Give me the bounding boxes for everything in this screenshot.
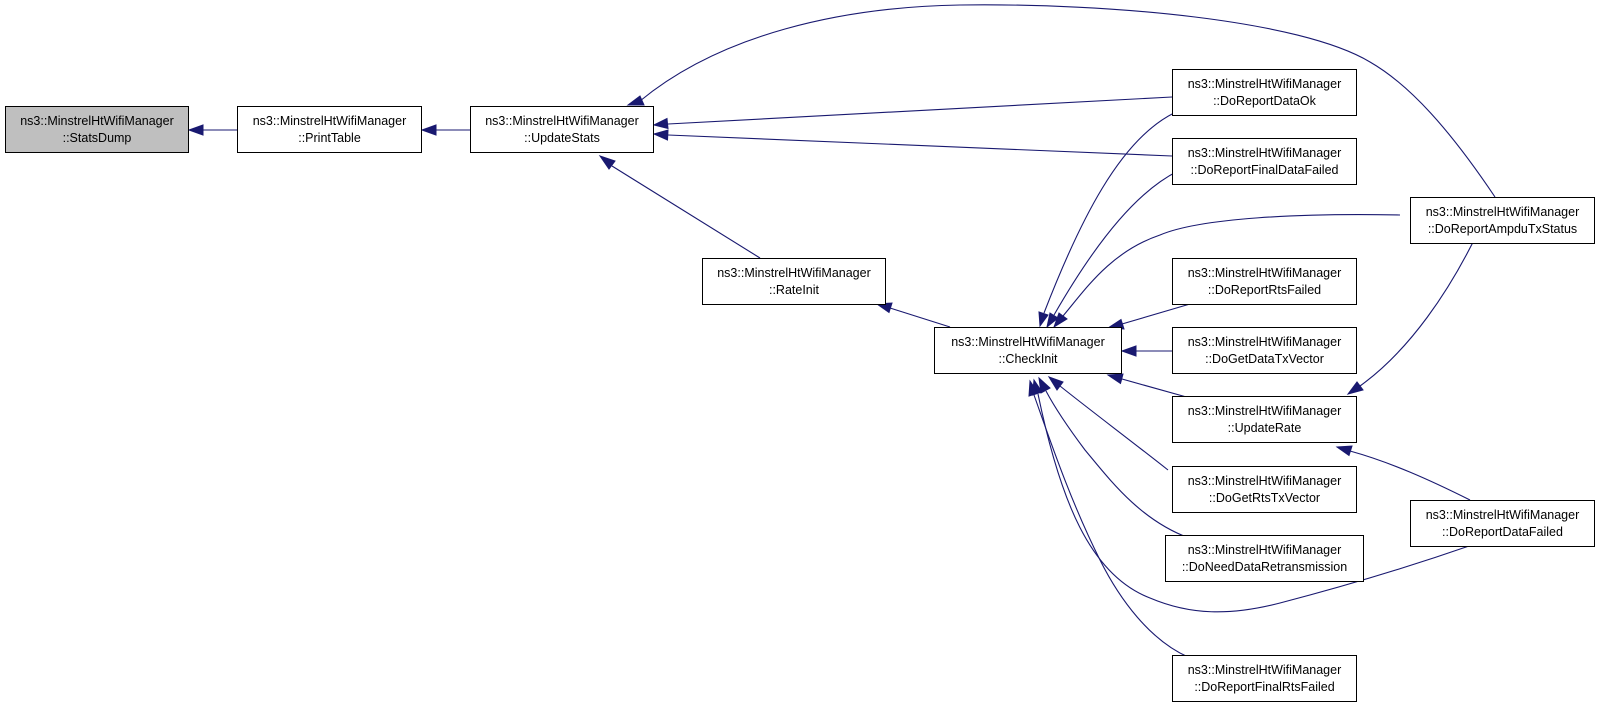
edge-reportampdu-checkinit [1062,214,1401,317]
arrowhead-checkinit-3 [1053,312,1068,329]
node-do-report-data-failed-class: ns3::MinstrelHtWifiManager [1425,507,1580,522]
node-update-rate[interactable]: ns3::MinstrelHtWifiManager ::UpdateRate [1172,396,1357,443]
node-check-init[interactable]: ns3::MinstrelHtWifiManager ::CheckInit [934,327,1122,374]
edge-getrtstxvector-checkinit [1059,385,1169,471]
arrowhead-statsdump [187,124,204,136]
arrowhead-checkinit-6 [1106,373,1124,385]
arrowhead-updatestats-1 [652,117,669,130]
arrowhead-checkinit-8 [1038,376,1051,394]
edge-reportfinaldatafailed-updatestats [667,134,1173,157]
node-do-report-rts-failed-method: ::DoReportRtsFailed [1207,282,1322,297]
node-print-table-method: ::PrintTable [298,130,361,145]
node-do-report-final-data-failed[interactable]: ns3::MinstrelHtWifiManager ::DoReportFin… [1172,138,1357,185]
node-do-report-data-failed-method: ::DoReportDataFailed [1442,524,1563,539]
node-update-stats[interactable]: ns3::MinstrelHtWifiManager ::UpdateStats [470,106,654,153]
node-do-get-data-tx-vector-class: ns3::MinstrelHtWifiManager [1187,334,1342,349]
node-do-report-rts-failed-class: ns3::MinstrelHtWifiManager [1187,265,1342,280]
node-stats-dump-method: ::StatsDump [62,130,132,145]
node-do-get-rts-tx-vector-method: ::DoGetRtsTxVector [1208,490,1321,505]
node-do-report-final-rts-failed[interactable]: ns3::MinstrelHtWifiManager ::DoReportFin… [1172,655,1357,702]
edge-reportdatafailed-checkinit [1037,393,1473,613]
node-print-table-class: ns3::MinstrelHtWifiManager [252,113,407,128]
node-check-init-class: ns3::MinstrelHtWifiManager [951,334,1105,349]
node-rate-init[interactable]: ns3::MinstrelHtWifiManager ::RateInit [702,258,886,305]
edge-reportdatafailed-updaterate [1349,450,1471,501]
node-do-report-final-data-failed-method: ::DoReportFinalDataFailed [1190,162,1339,177]
arrowhead-checkinit-10 [1028,379,1039,397]
arrowhead-printtable [420,124,437,136]
arrowhead-updaterate-2 [1335,445,1353,457]
node-do-need-data-retransmission-class: ns3::MinstrelHtWifiManager [1187,542,1342,557]
node-do-report-data-ok-class: ns3::MinstrelHtWifiManager [1187,76,1342,91]
edge-reportampdu-updaterate [1359,231,1479,387]
edge-checkinit-rateinit [889,307,951,328]
edge-reportdataok-checkinit [1043,112,1175,314]
node-do-report-final-data-failed-class: ns3::MinstrelHtWifiManager [1187,145,1342,160]
node-update-rate-method: ::UpdateRate [1227,420,1302,435]
node-do-need-data-retransmission[interactable]: ns3::MinstrelHtWifiManager ::DoNeedDataR… [1165,535,1364,582]
arrowhead-checkinit-2 [1046,312,1059,329]
node-do-report-final-rts-failed-class: ns3::MinstrelHtWifiManager [1187,662,1342,677]
edge-reportampdu-updatestats [639,4,1496,198]
arrowhead-updatestats-4 [598,155,616,170]
node-stats-dump-class: ns3::MinstrelHtWifiManager [20,113,174,128]
arrowhead-checkinit-1 [1038,311,1049,328]
node-do-get-rts-tx-vector-class: ns3::MinstrelHtWifiManager [1187,473,1342,488]
node-do-report-ampdu-tx-status[interactable]: ns3::MinstrelHtWifiManager ::DoReportAmp… [1410,197,1595,244]
node-do-need-data-retransmission-method: ::DoNeedDataRetransmission [1181,559,1348,574]
node-do-get-rts-tx-vector[interactable]: ns3::MinstrelHtWifiManager ::DoGetRtsTxV… [1172,466,1357,513]
edge-reportfinaldatafailed-checkinit [1053,170,1179,316]
edge-reportfinalrtsfailed-checkinit [1033,394,1189,658]
arrowhead-checkinit-5 [1120,345,1137,357]
node-update-rate-class: ns3::MinstrelHtWifiManager [1187,403,1342,418]
node-do-report-data-ok[interactable]: ns3::MinstrelHtWifiManager ::DoReportDat… [1172,69,1357,116]
node-do-report-ampdu-tx-status-class: ns3::MinstrelHtWifiManager [1425,204,1580,219]
node-print-table[interactable]: ns3::MinstrelHtWifiManager ::PrintTable [237,106,422,153]
edge-reportdataok-updatestats [667,96,1173,125]
node-check-init-method: ::CheckInit [998,351,1058,366]
arrowhead-updatestats-3 [626,95,645,106]
arrowhead-checkinit-7 [1047,376,1064,391]
node-do-get-data-tx-vector-method: ::DoGetDataTxVector [1205,351,1324,366]
node-do-report-data-failed[interactable]: ns3::MinstrelHtWifiManager ::DoReportDat… [1410,500,1595,547]
node-do-report-final-rts-failed-method: ::DoReportFinalRtsFailed [1194,679,1335,694]
edge-updaterate-checkinit [1121,378,1191,399]
edge-reportrtsfailed-checkinit [1121,303,1191,325]
node-stats-dump: ns3::MinstrelHtWifiManager ::StatsDump [5,106,189,153]
edge-needdataretransmission-checkinit [1045,390,1190,539]
node-update-stats-method: ::UpdateStats [524,130,600,145]
node-do-report-ampdu-tx-status-method: ::DoReportAmpduTxStatus [1427,221,1578,236]
edge-rateinit-updatestats [611,165,761,259]
node-rate-init-method: ::RateInit [768,282,820,297]
node-rate-init-class: ns3::MinstrelHtWifiManager [717,265,871,280]
arrowhead-updatestats-2 [652,129,669,141]
node-update-stats-class: ns3::MinstrelHtWifiManager [485,113,639,128]
arrowhead-updaterate-1 [1346,381,1364,395]
node-do-get-data-tx-vector[interactable]: ns3::MinstrelHtWifiManager ::DoGetDataTx… [1172,327,1357,374]
node-do-report-rts-failed[interactable]: ns3::MinstrelHtWifiManager ::DoReportRts… [1172,258,1357,305]
node-do-report-data-ok-method: ::DoReportDataOk [1213,93,1316,108]
